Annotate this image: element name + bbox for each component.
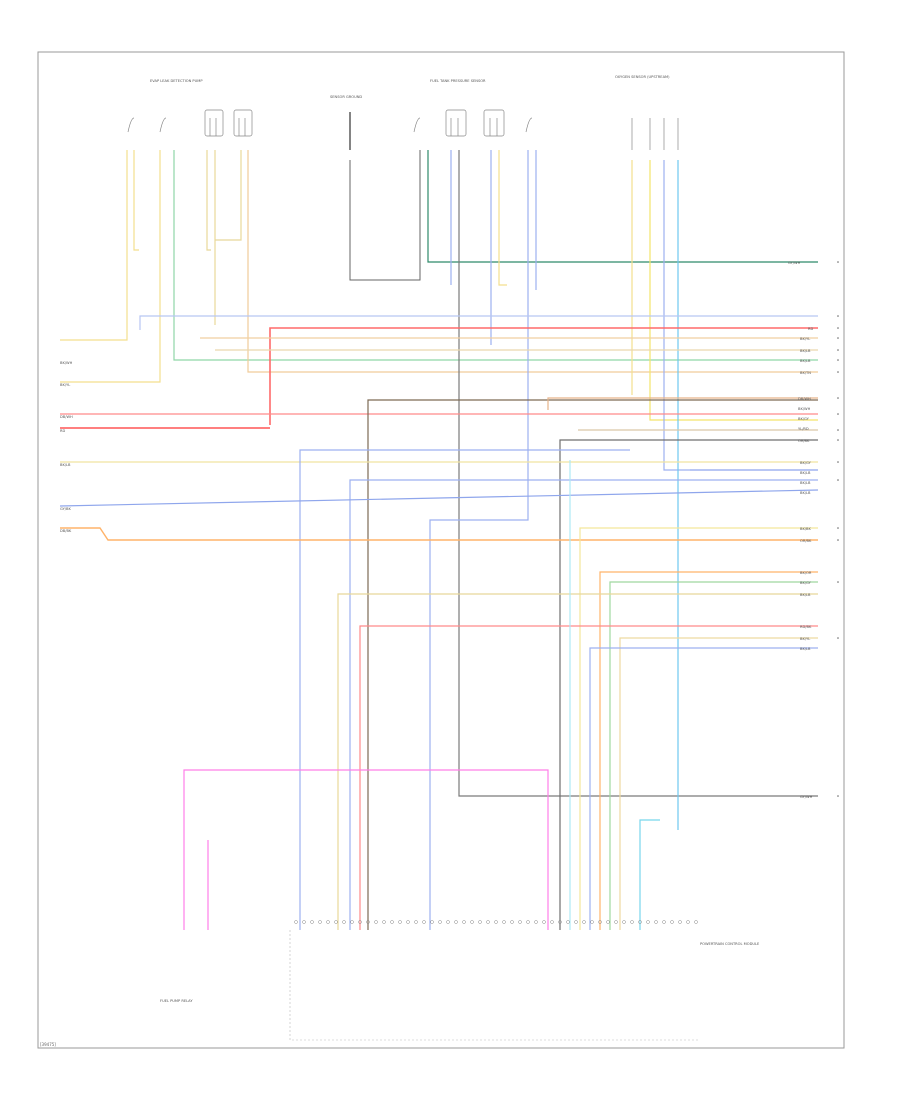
right-label: BK/GY (800, 461, 812, 465)
left-label: BK/YL (60, 383, 70, 387)
left-label: RD (60, 429, 65, 433)
right-label: BK/LB (800, 647, 811, 651)
right-label: RD (808, 327, 813, 331)
diagram-frame (37, 51, 845, 1049)
right-label: OR/BK (800, 539, 812, 543)
right-label: BK/YL (800, 337, 810, 341)
terminal-dots-right (837, 261, 839, 797)
left-label: DB/BK (60, 529, 72, 533)
right-label: RD/BK (800, 625, 812, 629)
pcm-pin-row (294, 920, 698, 924)
label-fuel-pump-relay: FUEL PUMP RELAY (160, 999, 193, 1003)
right-label: BK/OR (800, 571, 812, 575)
left-labels: BK/WH BK/YL DB/WH RD BK/LB GY/BK DB/BK (60, 361, 73, 533)
label-evap-leak: EVAP LEAK DETECTION PUMP (150, 79, 203, 83)
right-label: BK/GY (798, 417, 810, 421)
right-label: OR/BK (798, 439, 810, 443)
label-oxygen-sensor: OXYGEN SENSOR (UPSTREAM) (615, 75, 670, 79)
right-labels: GY/WH RD BK/YL BK/LB BK/LB BK/TN DB/WH B… (788, 261, 813, 799)
label-pcm: POWERTRAIN CONTROL MODULE (700, 942, 760, 946)
right-label: BK/LB (800, 471, 811, 475)
footer-code: [39475] (40, 1042, 56, 1047)
left-label: BK/WH (60, 361, 73, 365)
right-label: GY/WH (800, 795, 813, 799)
label-fuel-tank-sensor: FUEL TANK PRESSURE SENSOR (430, 79, 486, 83)
pcm-module-box (289, 930, 700, 1041)
left-label: GY/BK (60, 507, 71, 511)
right-label: YL/RD (798, 427, 809, 431)
right-label: BK/BK (800, 527, 811, 531)
right-label: BK/TN (800, 371, 811, 375)
right-label: GY/WH (788, 261, 801, 265)
right-label: BK/LB (800, 359, 811, 363)
right-label: BK/GY (800, 581, 812, 585)
right-label: BK/LB (800, 349, 811, 353)
right-label: BK/LB (800, 481, 811, 485)
left-label: DB/WH (60, 415, 73, 419)
right-label: DB/WH (798, 397, 811, 401)
wires (59, 150, 819, 930)
label-sensor-ground: SENSOR GROUND (330, 95, 362, 99)
connectors-top (127, 109, 679, 150)
right-label: BK/LB (800, 491, 811, 495)
right-label: BK/YL (800, 637, 810, 641)
right-label: BK/LB (800, 593, 811, 597)
left-label: BK/LB (60, 463, 71, 467)
right-label: BK/WH (798, 407, 811, 411)
